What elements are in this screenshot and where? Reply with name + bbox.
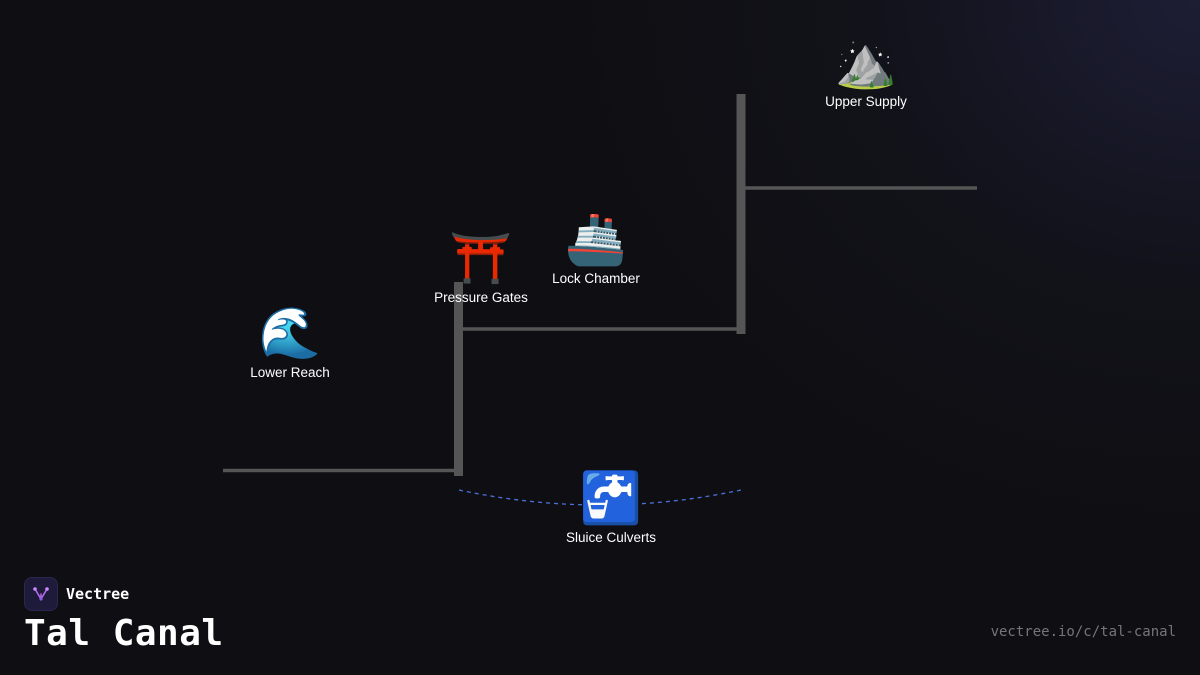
node-pressure-gates[interactable]: ⛩️ Pressure Gates — [434, 230, 528, 306]
torii-gate-icon: ⛩️ — [449, 229, 513, 287]
node-upper-supply[interactable]: ⛰️ Upper Supply — [825, 34, 907, 110]
brand-name: Vectree — [66, 585, 130, 603]
step-connectors — [223, 94, 977, 506]
mountain-icon: ⛰️ — [834, 33, 898, 91]
wave-icon: 🌊 — [258, 304, 322, 362]
water-tap-icon: 🚰 — [579, 469, 643, 527]
diagram-url[interactable]: vectree.io/c/tal-canal — [990, 624, 1176, 640]
node-label: Lower Reach — [250, 365, 330, 380]
diagram-title: Tal Canal — [24, 613, 224, 654]
logo-icon — [33, 587, 49, 601]
ship-icon: 🚢 — [564, 210, 628, 268]
node-label: Pressure Gates — [434, 290, 528, 305]
node-sluice-culverts[interactable]: 🚰 Sluice Culverts — [566, 470, 656, 546]
brand: Vectree — [24, 577, 129, 611]
node-label: Upper Supply — [825, 94, 907, 109]
node-lock-chamber[interactable]: 🚢 Lock Chamber — [552, 211, 640, 287]
node-label: Lock Chamber — [552, 271, 640, 286]
node-label: Sluice Culverts — [565, 530, 657, 545]
node-lower-reach[interactable]: 🌊 Lower Reach — [250, 305, 330, 381]
vectree-logo — [24, 577, 58, 611]
